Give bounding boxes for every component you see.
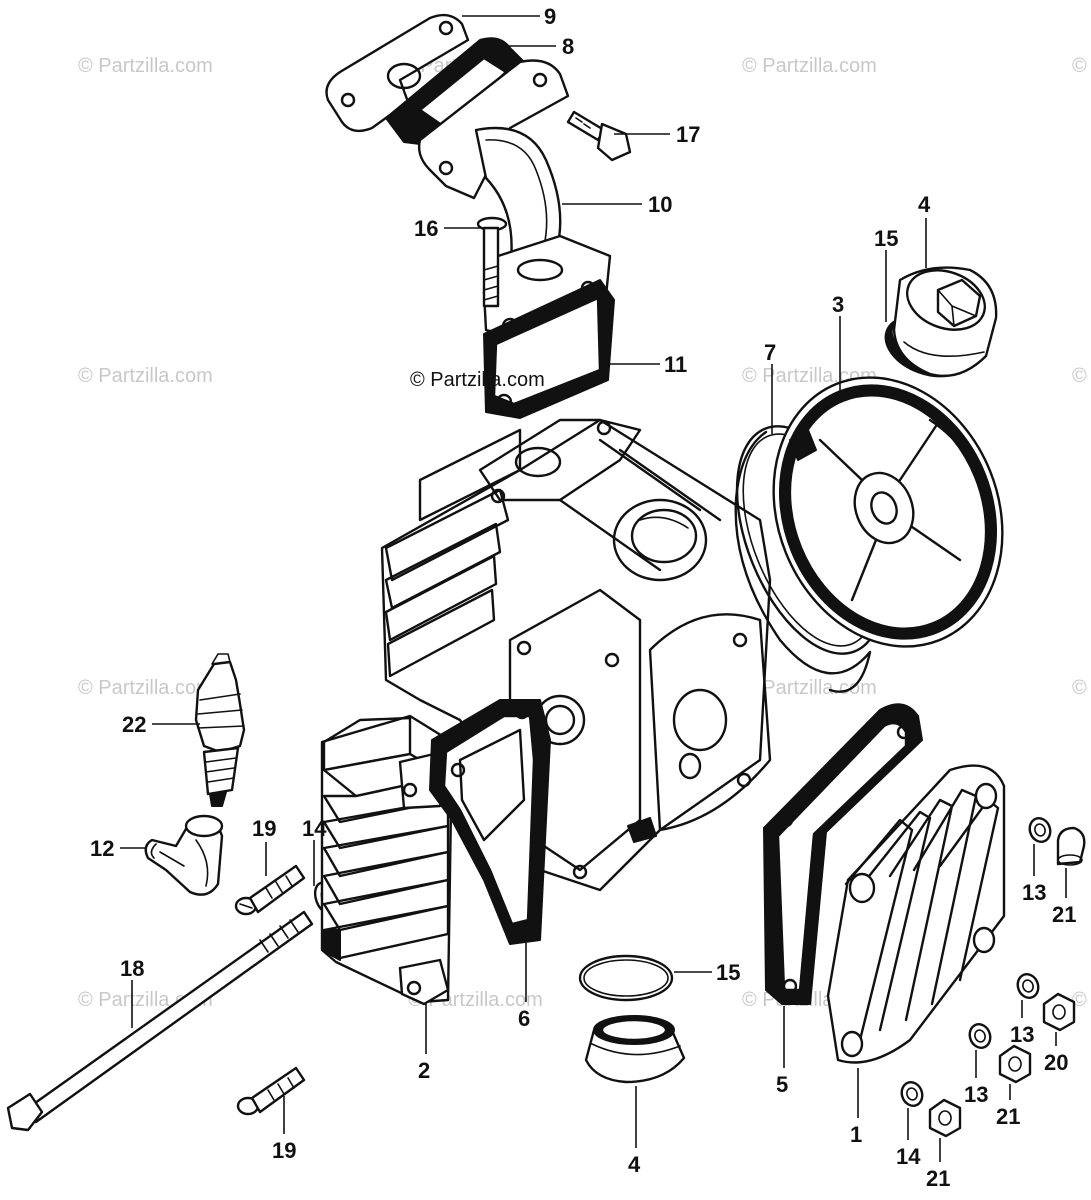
watermark: © bbox=[1072, 55, 1087, 77]
intake-gasket-11 bbox=[483, 279, 615, 419]
spark-plug-cap-12 bbox=[144, 814, 224, 896]
cover-gasket-6 bbox=[429, 699, 551, 945]
callout-1: 1 bbox=[850, 1122, 862, 1147]
plug-cap-4-upper bbox=[892, 266, 998, 378]
callout-8: 8 bbox=[562, 34, 574, 59]
callout-21-mid: 21 bbox=[996, 1104, 1020, 1129]
watermark: © bbox=[1072, 365, 1087, 387]
callout-2: 2 bbox=[418, 1058, 430, 1083]
callout-19-upper: 19 bbox=[252, 816, 276, 841]
washer-13-mid bbox=[1016, 973, 1040, 999]
callout-14-right: 14 bbox=[896, 1144, 921, 1169]
plug-cap-4-lower bbox=[584, 1015, 686, 1084]
insulator-8 bbox=[385, 37, 527, 147]
leader-lines bbox=[120, 15, 1067, 1162]
callout-15-lower: 15 bbox=[716, 960, 740, 985]
callout-9: 9 bbox=[544, 4, 556, 29]
callout-13-top: 13 bbox=[1022, 880, 1046, 905]
cap-nut-21-low bbox=[928, 1098, 962, 1138]
callout-18: 18 bbox=[120, 956, 144, 981]
cap-nut-21-top bbox=[1056, 826, 1086, 866]
callout-16: 16 bbox=[414, 216, 438, 241]
side-cover-3 bbox=[772, 376, 1004, 648]
spark-plug-22 bbox=[194, 653, 246, 807]
o-ring-15-lower bbox=[578, 954, 674, 1002]
callout-4-lower: 4 bbox=[628, 1152, 641, 1177]
washer-14-right bbox=[900, 1081, 924, 1107]
cylinder-head bbox=[380, 418, 772, 892]
watermark: © bbox=[1072, 677, 1087, 699]
callout-20: 20 bbox=[1044, 1050, 1068, 1075]
callout-21-top: 21 bbox=[1052, 902, 1076, 927]
callout-6: 6 bbox=[518, 1006, 530, 1031]
bolt-16 bbox=[476, 216, 508, 308]
washer-13-low bbox=[968, 1023, 992, 1049]
callout-19-lower: 19 bbox=[272, 1138, 296, 1163]
callout-7: 7 bbox=[764, 340, 776, 365]
callout-labels: 9 8 17 10 16 4 15 3 7 11 22 12 19 14 18 … bbox=[90, 4, 1076, 1191]
intake-flange-gasket-9 bbox=[325, 13, 470, 133]
callout-10: 10 bbox=[648, 192, 672, 217]
head-cover-gasket-5 bbox=[763, 703, 923, 1005]
watermark: © bbox=[1072, 989, 1087, 1011]
watermark: © Partzilla.com bbox=[742, 55, 877, 77]
nut-20 bbox=[1042, 992, 1076, 1032]
washer-13-top bbox=[1028, 817, 1052, 843]
cap-nut-21-mid bbox=[998, 1044, 1032, 1084]
bolt-17 bbox=[566, 110, 632, 162]
callout-11: 11 bbox=[664, 352, 687, 377]
watermark: © Partzilla.com bbox=[742, 677, 877, 699]
callout-5: 5 bbox=[776, 1072, 788, 1097]
watermark: © Partzilla.com bbox=[78, 365, 213, 387]
screw-19-upper bbox=[234, 864, 306, 916]
callout-13-mid: 13 bbox=[1010, 1022, 1034, 1047]
callout-21-low: 21 bbox=[926, 1166, 950, 1191]
screw-19-lower bbox=[236, 1066, 306, 1116]
callout-4-upper: 4 bbox=[918, 192, 931, 217]
callout-13-low: 13 bbox=[964, 1082, 988, 1107]
callout-15-upper: 15 bbox=[874, 226, 898, 251]
callout-14-left: 14 bbox=[302, 816, 327, 841]
callout-22: 22 bbox=[122, 712, 146, 737]
callout-12: 12 bbox=[90, 836, 114, 861]
head-cover-1 bbox=[826, 764, 1006, 1064]
watermark-featured: © Partzilla.com bbox=[410, 369, 545, 391]
stud-bolt-18 bbox=[6, 910, 314, 1132]
watermark: © Partzilla.com bbox=[78, 677, 213, 699]
watermark: © Partzilla.com bbox=[78, 55, 213, 77]
callout-17: 17 bbox=[676, 122, 700, 147]
callout-3: 3 bbox=[832, 292, 844, 317]
